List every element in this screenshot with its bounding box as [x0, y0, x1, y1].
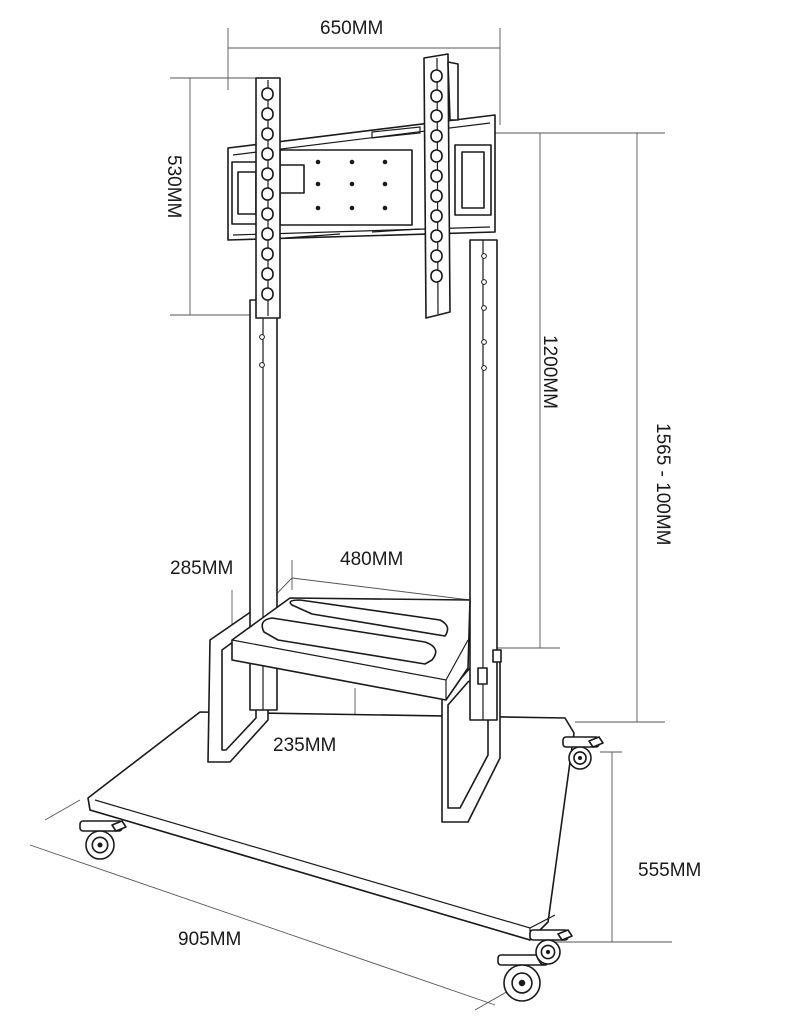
base-width-label: 905MM	[178, 929, 241, 950]
arm-slot	[261, 147, 274, 161]
arm-slot	[261, 227, 274, 241]
arm-slot	[430, 189, 443, 203]
base-depth-label: 555MM	[638, 860, 701, 881]
arm-slot	[430, 109, 443, 123]
arm-slot	[261, 87, 274, 101]
total-height-label: 1565 - 100MM	[652, 423, 673, 546]
shelf	[231, 597, 471, 701]
casters	[79, 736, 604, 1002]
arm-slot	[261, 247, 274, 261]
columns	[249, 239, 502, 721]
arm-slot	[261, 167, 274, 181]
caster-wheel-icon	[562, 736, 604, 770]
caster-wheel-icon	[497, 954, 553, 1002]
arm-slot	[430, 269, 443, 283]
mount-height-label: 530MM	[163, 155, 184, 218]
dimension-labels: 650MM 530MM 1200MM 1565 - 100MM 285MM 48…	[163, 18, 701, 950]
arm-slot	[430, 249, 443, 263]
mount-width-label: 650MM	[320, 18, 383, 39]
arm-slot	[430, 209, 443, 223]
arm-slot	[261, 207, 274, 221]
arm-slot	[430, 89, 443, 103]
arm-slot	[261, 267, 274, 281]
shelf-width-label: 480MM	[340, 549, 403, 570]
arm-slot	[430, 69, 443, 83]
caster-wheel-icon	[79, 820, 127, 860]
caster-wheel-icon	[529, 929, 573, 965]
arm-slot	[430, 149, 443, 163]
arm-slot	[261, 107, 274, 121]
shelf-depth-label: 285MM	[170, 558, 233, 579]
arm-slot	[261, 287, 274, 301]
arm-slot	[430, 169, 443, 183]
arm-slot	[430, 229, 443, 243]
shelf-height-label: 235MM	[273, 735, 336, 756]
column-height-label: 1200MM	[539, 335, 560, 409]
arm-slot	[261, 187, 274, 201]
arm-slot	[430, 129, 443, 143]
arm-slot	[261, 127, 274, 141]
mount-arm-slots	[261, 69, 443, 301]
